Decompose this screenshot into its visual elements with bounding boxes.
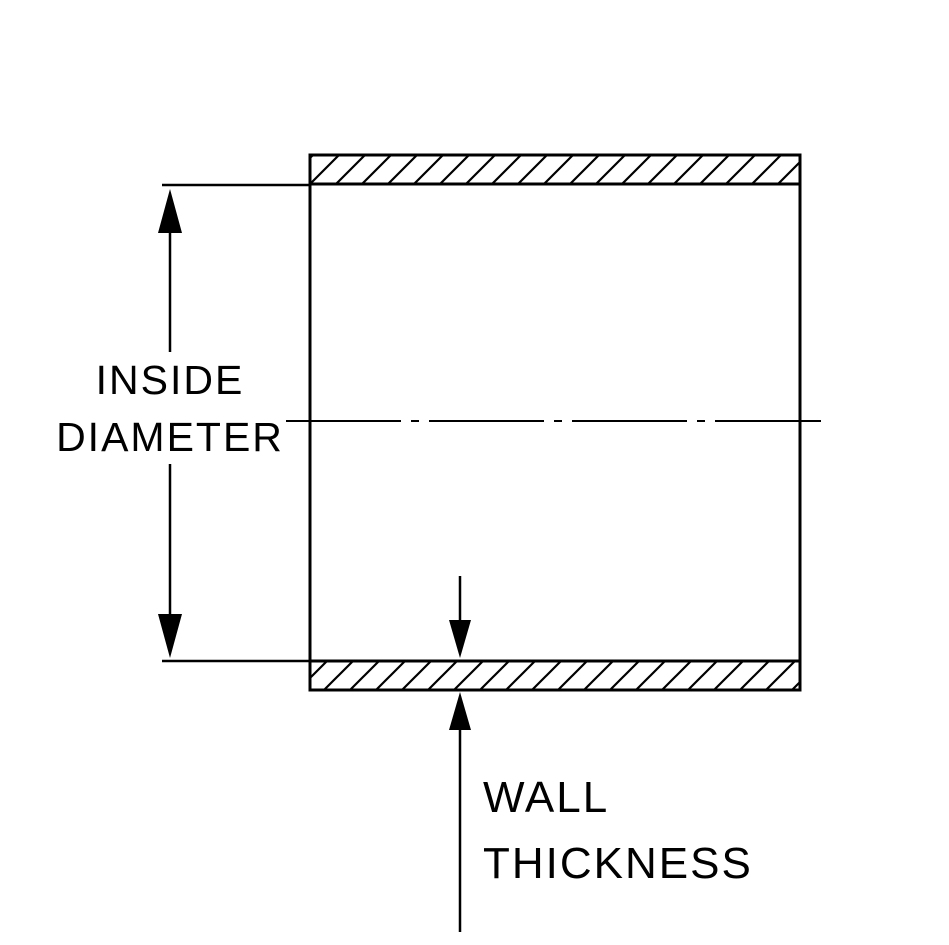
wall-thickness-label-line2: THICKNESS <box>483 839 753 888</box>
inside-diameter-label-line2: DIAMETER <box>56 414 284 460</box>
arrowhead-down-icon <box>158 614 182 658</box>
wall-thickness-label-line1: WALL <box>483 773 609 822</box>
inside-diameter-dimension: INSIDE DIAMETER <box>56 183 310 663</box>
arrowhead-down-to-wall-icon <box>449 620 471 658</box>
inside-diameter-label-line1: INSIDE <box>96 357 245 403</box>
tube-outline <box>308 153 802 692</box>
tube-body <box>286 153 821 692</box>
tube-top-wall-hatch <box>308 153 802 186</box>
tube-bottom-wall-hatch <box>308 659 802 692</box>
arrowhead-up-icon <box>158 189 182 233</box>
wall-thickness-dimension: WALL THICKNESS <box>449 576 753 932</box>
arrowhead-up-to-wall-icon <box>449 692 471 730</box>
